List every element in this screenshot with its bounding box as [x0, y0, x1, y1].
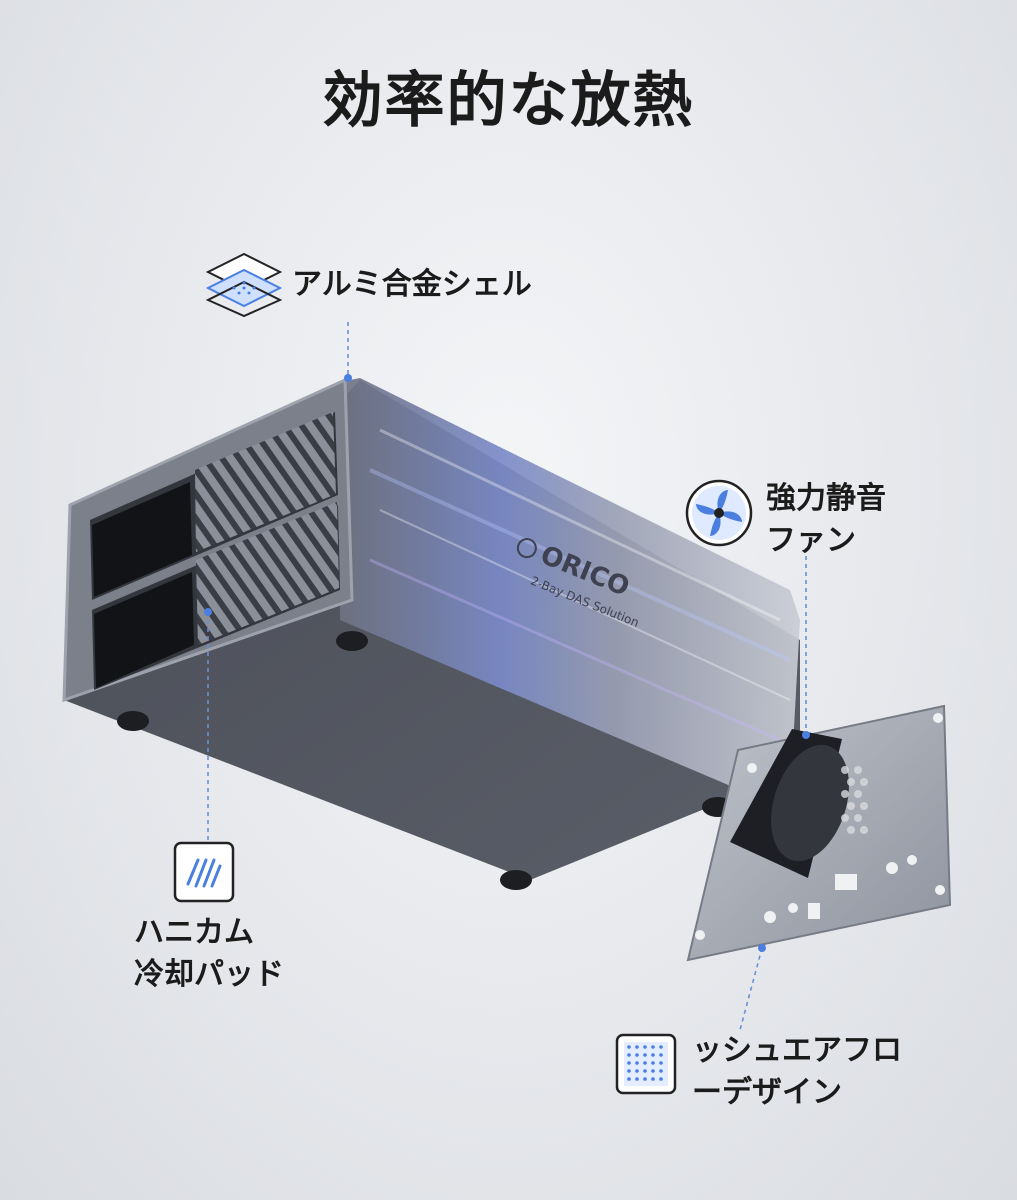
fan-label-line1: 強力静音	[766, 481, 886, 516]
grill-lower	[196, 502, 339, 645]
page-title: 効率的な放熱	[322, 66, 695, 136]
pad-label-line2: 冷却パッド	[134, 957, 284, 992]
mesh-grid-icon	[614, 1032, 678, 1100]
brand-logo-icon	[516, 538, 537, 559]
fan-blades	[771, 744, 849, 862]
enclosure-side	[340, 378, 800, 800]
airflow-streaks	[369, 428, 791, 742]
foot	[500, 870, 532, 890]
fan-opening-lower	[94, 572, 194, 688]
shell-label: アルミ合金シェル	[292, 267, 532, 302]
mesh-label-line1: ッシュエアフロ	[692, 1033, 902, 1068]
leader-mesh	[739, 947, 763, 1031]
honeycomb-pad-icon	[172, 840, 236, 908]
foot	[117, 711, 149, 731]
foot	[336, 631, 368, 651]
plate-holes	[695, 713, 945, 940]
honeycomb-vent	[841, 766, 868, 834]
fan-opening-upper	[92, 482, 192, 597]
pad-label: ハニカム 冷却パッド	[134, 912, 284, 996]
layers-icon	[204, 250, 284, 322]
mesh-label: ッシュエアフロ ーデザイン	[692, 1030, 902, 1114]
fan-label-line2: ファン	[766, 523, 856, 558]
pad-label-line1: ハニカム	[134, 915, 254, 950]
fan-label: 強力静音 ファン	[766, 478, 886, 562]
fan-icon	[684, 478, 754, 552]
mesh-label-line2: ーデザイン	[692, 1075, 842, 1110]
grill-upper	[195, 412, 336, 552]
